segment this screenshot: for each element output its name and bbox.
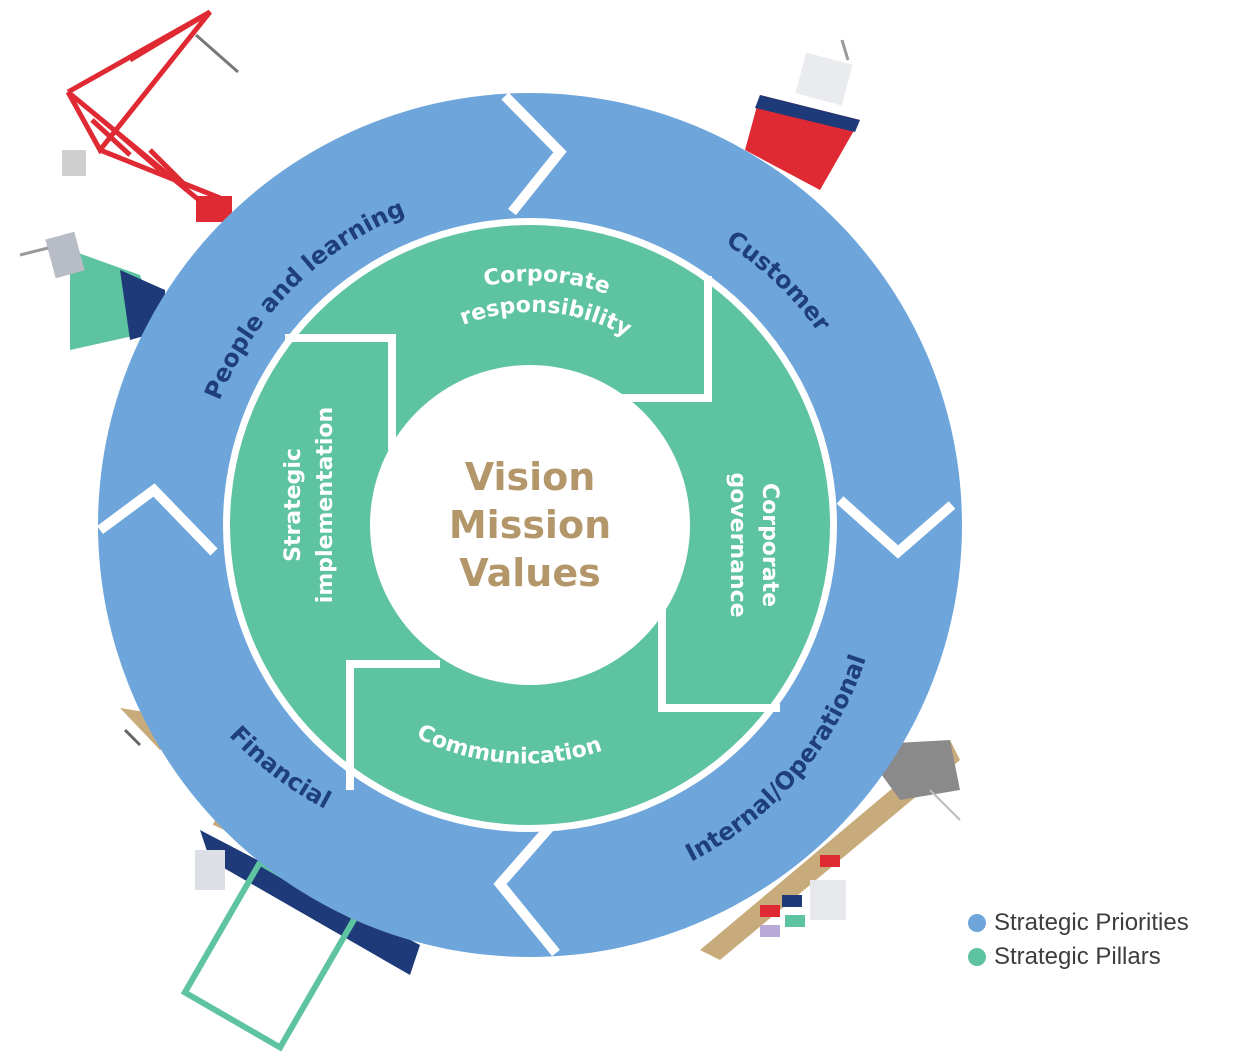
crane-icon [62,9,239,222]
center-circle [370,365,690,685]
outer-ring-dividers [97,92,956,957]
ferry-icon [19,231,165,350]
legend-label-priorities: Strategic Priorities [994,909,1189,936]
legend-label-pillars: Strategic Pillars [994,943,1161,970]
pillar-corporate-governance-line2: governance [725,472,750,617]
legend-dot-pillars [968,948,986,966]
inner-ring-dividers [285,276,780,790]
legend-item-priorities: Strategic Priorities [968,906,1189,940]
center-values: Values [459,551,600,595]
center-vision: Vision [465,455,596,499]
legend: Strategic Priorities Strategic Pillars [968,906,1189,974]
legend-dot-priorities [968,914,986,932]
ship-icon [745,39,860,190]
legend-item-pillars: Strategic Pillars [968,940,1189,974]
center-mission: Mission [449,503,611,547]
pillar-strategic-implementation-line2: implementation [313,407,338,603]
pillar-corporate-governance-line1: Corporate [757,483,782,607]
pillar-strategic-implementation-line1: Strategic [281,448,306,562]
